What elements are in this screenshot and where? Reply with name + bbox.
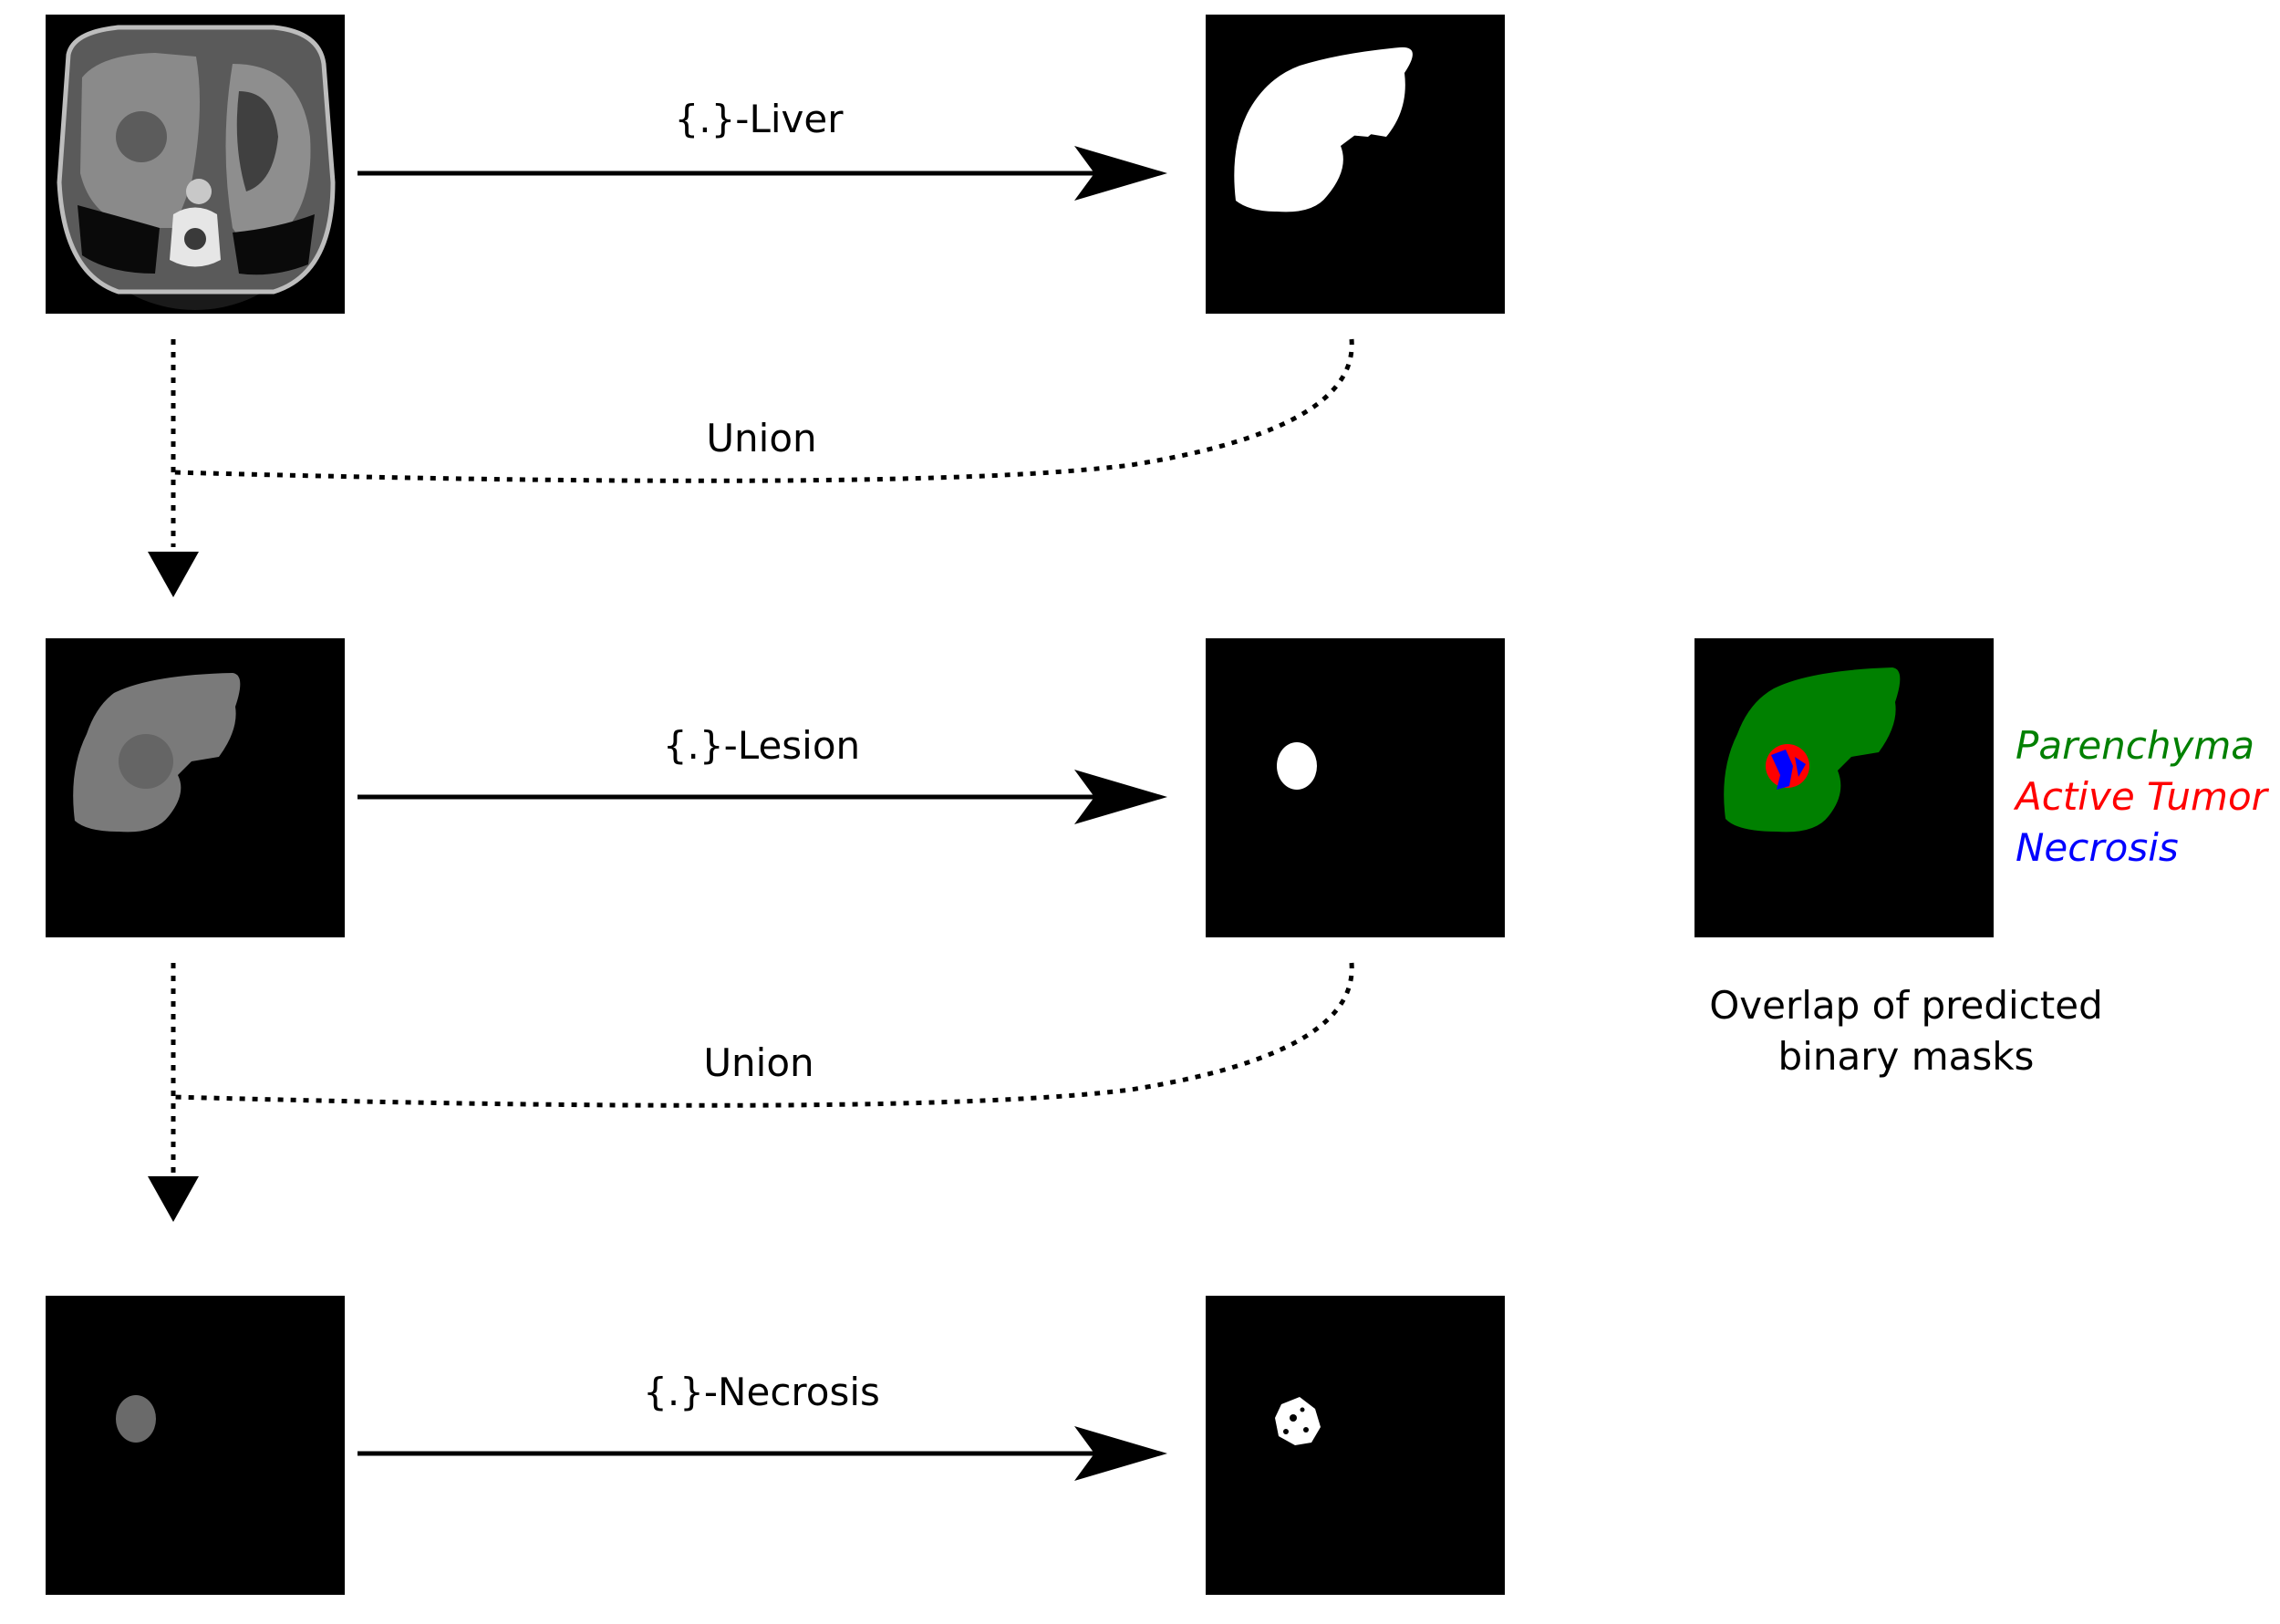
union-label-1: Union: [706, 416, 816, 460]
liver-mask-panel: [1206, 15, 1505, 314]
legend-parenchyma: Parenchyma: [2016, 723, 2254, 768]
union-connector-2: [172, 962, 1354, 1108]
step-label-liver: {.}-Liver: [675, 97, 845, 141]
step-label-necrosis: {.}-Necrosis: [643, 1370, 880, 1414]
caption-line-2: binary masks: [1778, 1034, 2035, 1079]
legend-active-tumor: Active Tumor: [2013, 774, 2270, 819]
step-label-lesion: {.}-Lesion: [663, 723, 860, 768]
legend-necrosis: Necrosis: [2016, 825, 2179, 870]
lesion-mask-panel: [1206, 638, 1505, 937]
overlay-panel: [1694, 638, 1994, 937]
masked-lesion-panel: [46, 1296, 345, 1595]
necrosis-mask-panel: [1206, 1296, 1505, 1595]
union-label-2: Union: [703, 1040, 814, 1085]
caption-line-1: Overlap of predicted: [1709, 983, 2103, 1028]
masked-liver-panel: [46, 638, 345, 937]
union-connector-1: [172, 338, 1354, 483]
ct-scan-panel: [46, 15, 345, 314]
